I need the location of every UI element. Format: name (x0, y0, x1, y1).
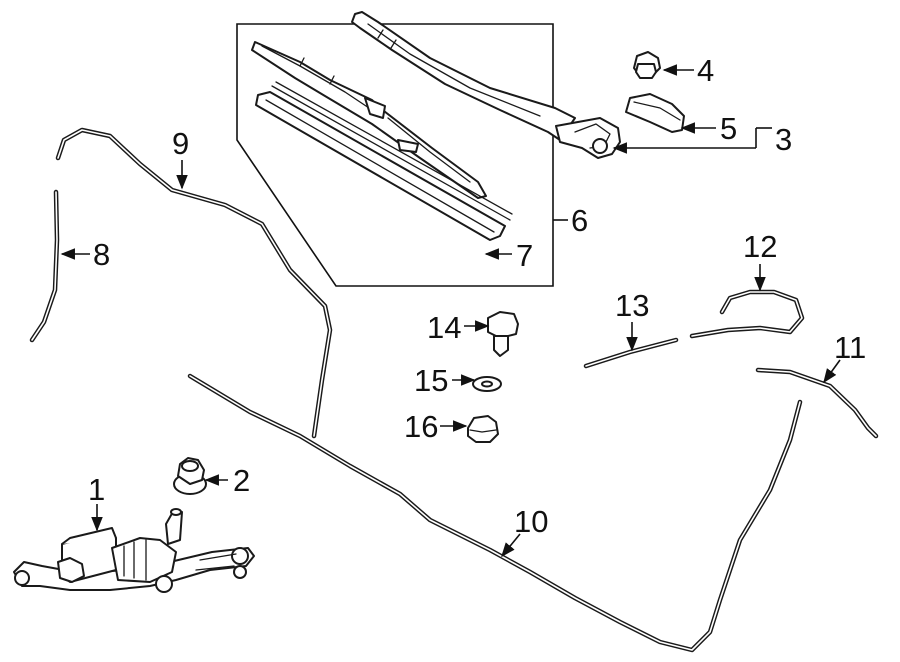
callout-3: 3 (775, 122, 792, 157)
callout-labels: 1 2 3 4 5 6 7 8 9 10 11 12 13 14 15 16 (88, 53, 866, 539)
callout-4: 4 (697, 53, 714, 88)
hose-8[interactable] (29, 189, 60, 343)
callout-14: 14 (427, 310, 461, 345)
blade-group-box (236, 23, 554, 287)
callout-11: 11 (834, 330, 866, 365)
hose-9[interactable] (55, 127, 333, 439)
hose-11[interactable] (755, 367, 879, 439)
callout-2: 2 (233, 463, 250, 498)
washer[interactable] (472, 376, 502, 392)
callout-15: 15 (414, 363, 448, 398)
callout-5: 5 (720, 111, 737, 146)
flange-nut[interactable] (467, 415, 499, 443)
wiper-blade-refill[interactable] (255, 81, 513, 241)
wiper-blade-assembly[interactable] (251, 41, 487, 199)
callout-10: 10 (514, 504, 548, 539)
callout-6: 6 (571, 203, 588, 238)
callout-13: 13 (615, 288, 649, 323)
callout-8: 8 (93, 237, 110, 272)
callout-1: 1 (88, 472, 105, 507)
leader-lines (60, 64, 841, 558)
grommet[interactable] (173, 457, 207, 495)
arm-nut[interactable] (633, 51, 661, 79)
callout-9: 9 (172, 126, 189, 161)
bolt[interactable] (487, 311, 519, 357)
callout-16: 16 (404, 409, 438, 444)
arm-cap[interactable] (625, 93, 685, 133)
hose-13[interactable] (583, 337, 679, 369)
callout-7: 7 (516, 238, 533, 273)
wiper-arm[interactable] (351, 11, 621, 159)
wiper-motor-linkage[interactable] (13, 508, 255, 593)
callout-12: 12 (743, 229, 777, 264)
hose-10[interactable] (187, 373, 803, 653)
hose-12[interactable] (689, 289, 805, 339)
